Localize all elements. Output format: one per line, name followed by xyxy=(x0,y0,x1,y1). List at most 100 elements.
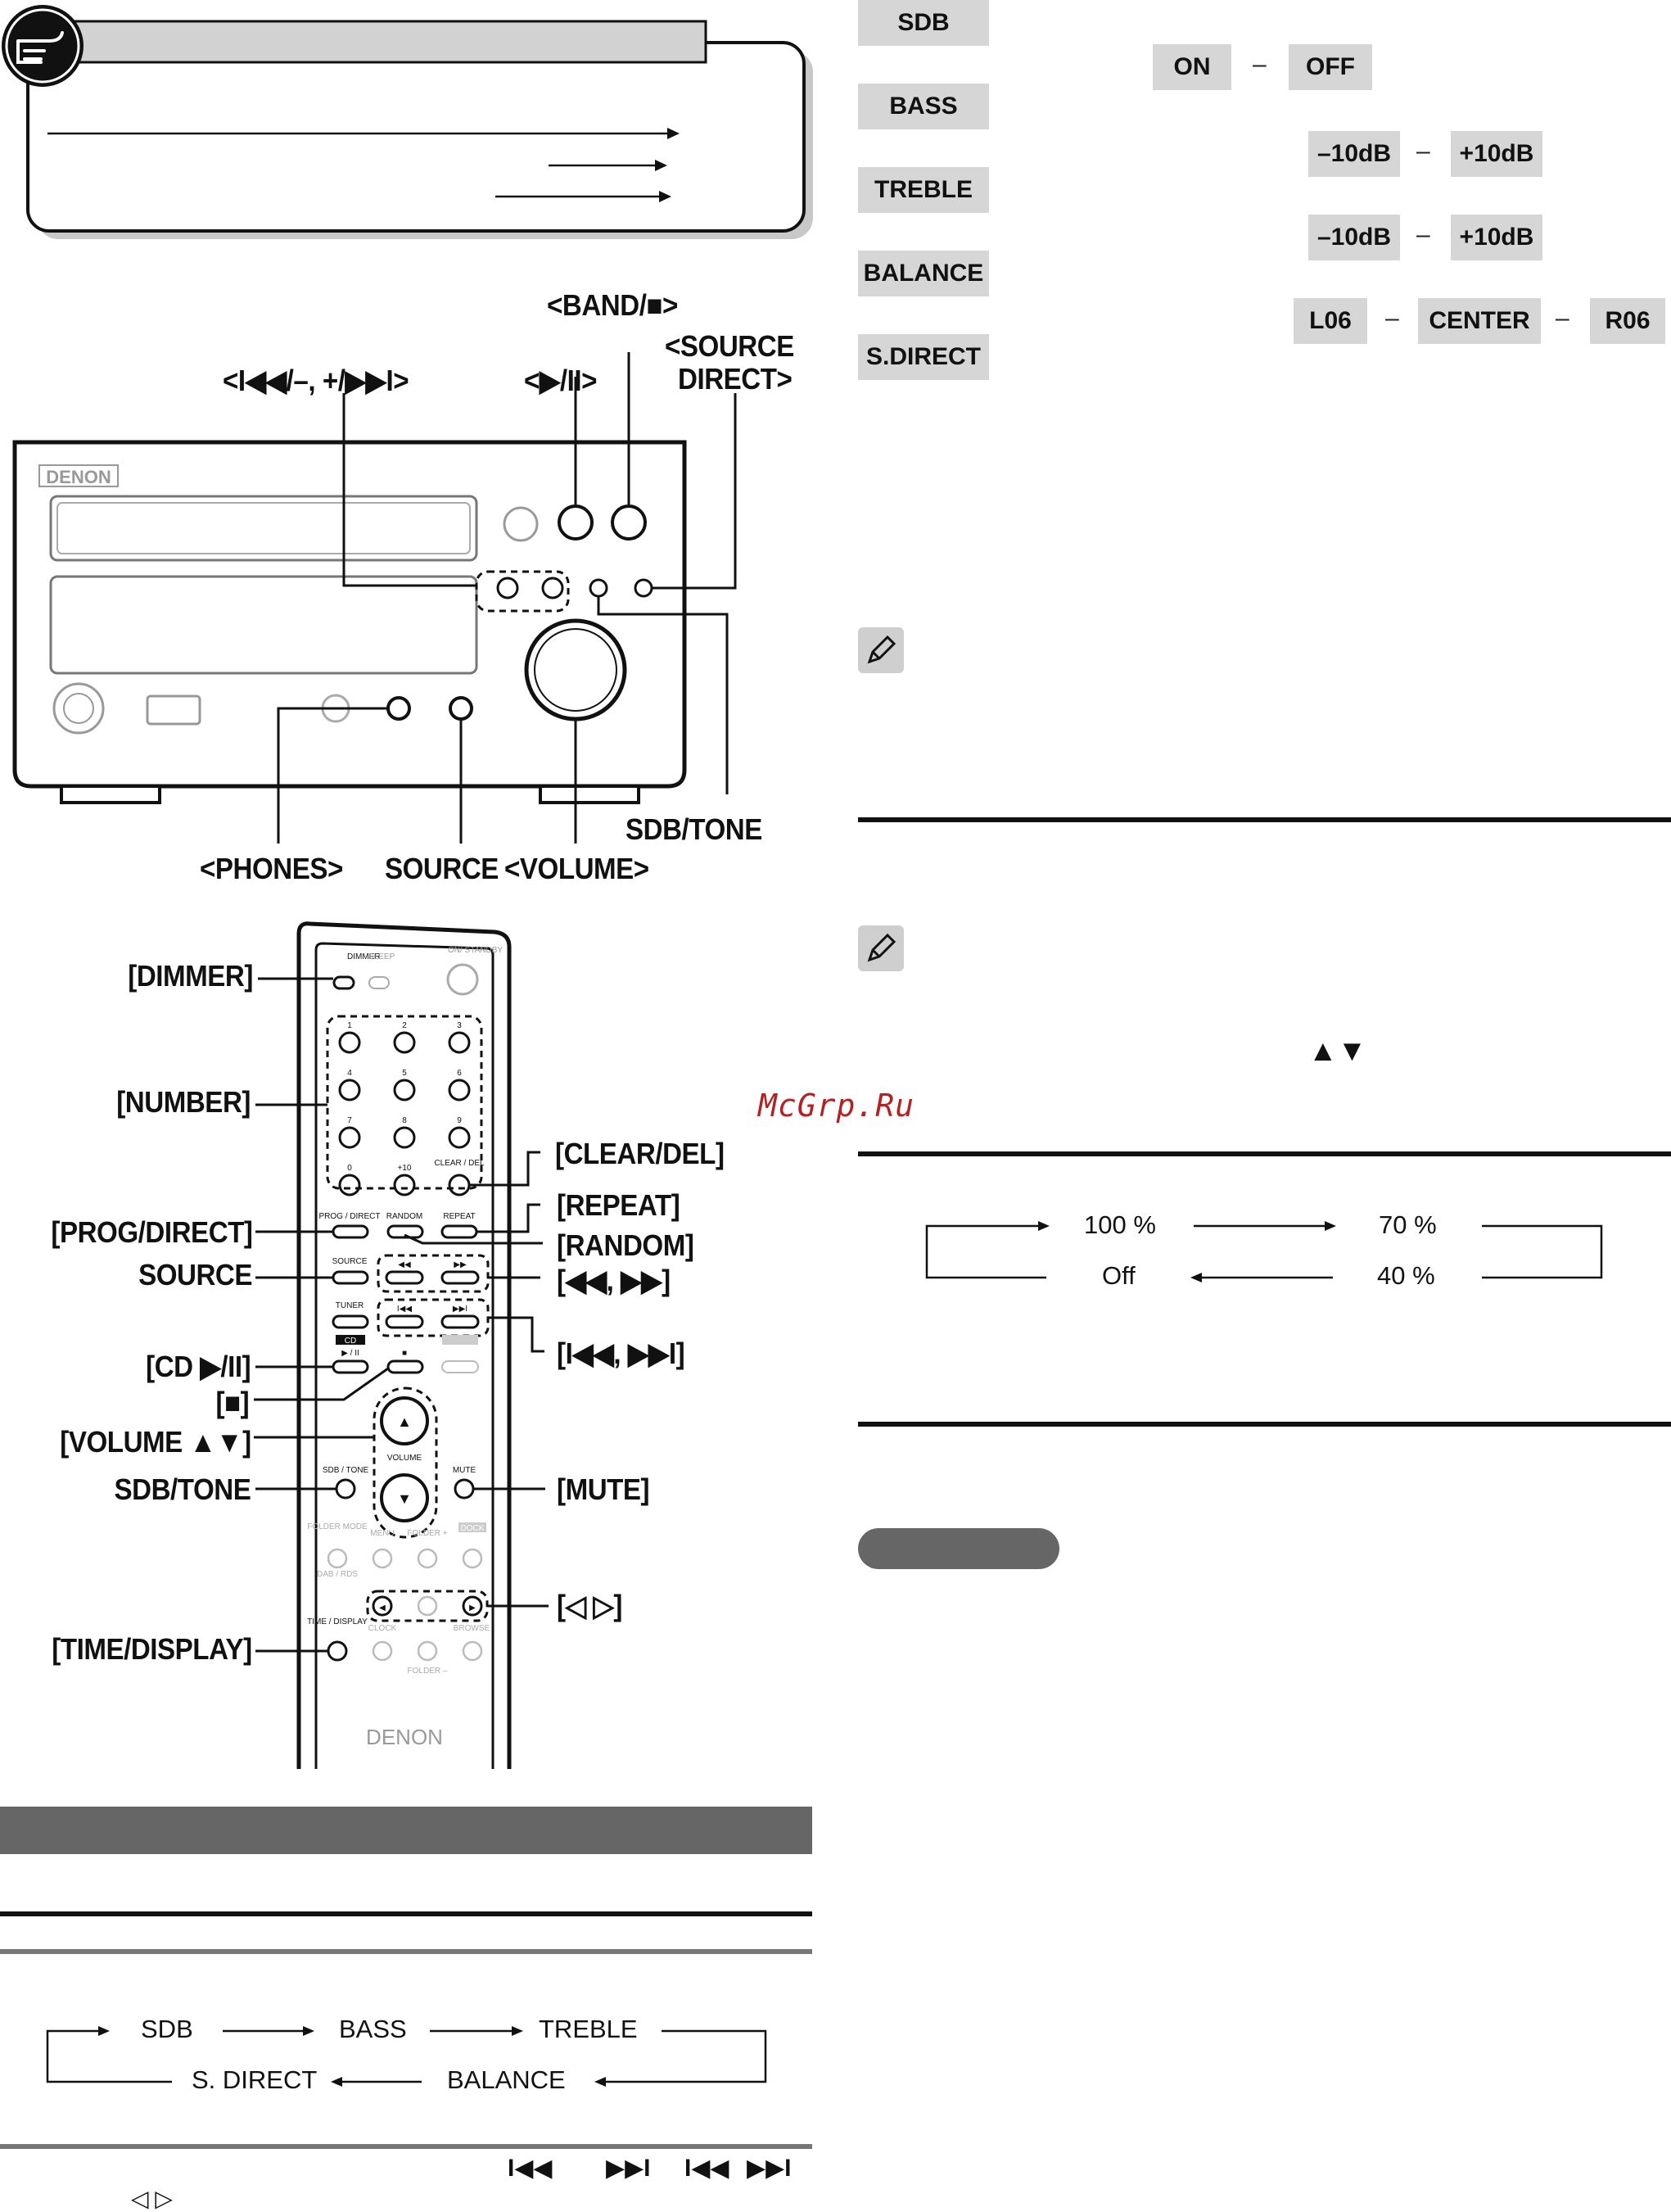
remote-fmode-text: FOLDER MODE xyxy=(307,1522,368,1531)
dimmer-cycle-arrows xyxy=(925,1221,1603,1282)
right-rule-3 xyxy=(858,1422,1671,1427)
remote-dab-text: DAB / RDS xyxy=(317,1570,358,1579)
tone-value: –10dB xyxy=(1308,131,1400,177)
dimmer-100: 100 % xyxy=(1084,1210,1156,1239)
bottom-key-skip-back-2: I◀◀ xyxy=(684,2155,729,2182)
bottom-key-skip-fwd-2: ▶▶I xyxy=(747,2155,792,2182)
remote-time-text: TIME / DISPLAY xyxy=(307,1617,368,1626)
remote-clock-text: CLOCK xyxy=(368,1624,397,1633)
dimmer-off: Off xyxy=(1102,1261,1136,1290)
range-dash: – xyxy=(1556,305,1569,332)
remote-tuner-text: TUNER xyxy=(336,1301,364,1310)
dimmer-label: [DIMMER] xyxy=(128,959,253,993)
remote-digit-+10: +10 xyxy=(398,1164,412,1173)
tone-cycle-sdirect: S. DIRECT xyxy=(192,2065,318,2094)
svg-text:■: ■ xyxy=(402,1349,407,1358)
svg-text:◀: ◀ xyxy=(379,1604,386,1613)
tone-value: ON xyxy=(1153,44,1231,90)
pointing-hand-icon xyxy=(16,31,64,64)
skip-remote-label: [I◀◀, ▶▶I] xyxy=(557,1337,685,1370)
time-display-label: [TIME/DISPLAY] xyxy=(52,1632,253,1666)
tone-value: +10dB xyxy=(1451,131,1542,177)
tone-value: +10dB xyxy=(1451,215,1542,260)
section-rule-1 xyxy=(0,1911,812,1916)
remote-cd-text: CD xyxy=(345,1337,356,1346)
main-unit-figure: DENON xyxy=(0,270,819,901)
number-label: [NUMBER] xyxy=(116,1085,251,1119)
source-direct-label-2: DIRECT> xyxy=(678,362,793,396)
svg-text:▼: ▼ xyxy=(397,1490,412,1507)
tone-value: L06 xyxy=(1294,298,1367,344)
volume-label: <VOLUME> xyxy=(504,852,649,885)
bottom-key-skip-fwd-1: ▶▶I xyxy=(606,2155,651,2182)
remote-menu-text: MENU xyxy=(370,1529,394,1538)
prog-direct-label: [PROG/DIRECT] xyxy=(50,1215,253,1249)
remote-digit-9: 9 xyxy=(457,1116,462,1125)
remote-dimmer-text: DIMMER xyxy=(347,952,381,961)
remote-digit-7: 7 xyxy=(347,1116,352,1125)
remote-browse-text: BROWSE xyxy=(454,1624,490,1633)
dimmer-70: 70 % xyxy=(1379,1210,1437,1239)
tone-setting-treble: TREBLE xyxy=(858,167,989,213)
right-rule-1 xyxy=(858,817,1671,822)
svg-text:▶▶I: ▶▶I xyxy=(453,1305,467,1314)
remote-fminus-text: FOLDER – xyxy=(408,1667,448,1676)
sdb-tone-label: SDB/TONE xyxy=(625,812,762,846)
svg-text:I◀◀: I◀◀ xyxy=(397,1305,412,1314)
source-direct-label-1: <SOURCE xyxy=(665,329,794,363)
remote-digit-8: 8 xyxy=(402,1116,407,1125)
remote-dock-text: DOCK xyxy=(461,1524,485,1533)
random-label: [RANDOM] xyxy=(557,1228,694,1262)
dimmer-cycle-diagram xyxy=(858,1196,1671,1302)
note-pencil-icon-1 xyxy=(858,627,904,673)
sdb-tone-remote-label: SDB/TONE xyxy=(114,1472,251,1506)
svg-text:▶ / II: ▶ / II xyxy=(341,1349,359,1358)
note-pencil-icon-2 xyxy=(858,925,904,971)
range-dash: – xyxy=(1385,305,1399,332)
tone-cycle-bass: BASS xyxy=(339,2015,407,2043)
svg-text:▶▶: ▶▶ xyxy=(454,1260,467,1269)
note-box-graphic xyxy=(2,5,813,239)
remote-digit-2: 2 xyxy=(402,1021,407,1030)
dimmer-40: 40 % xyxy=(1377,1261,1435,1290)
section-heading-bar xyxy=(0,1807,812,1854)
remote-digit-3: 3 xyxy=(457,1021,462,1030)
tone-cycle-treble: TREBLE xyxy=(539,2015,638,2043)
tone-setting-bass: BASS xyxy=(858,84,989,129)
stop-label: [■] xyxy=(215,1386,249,1419)
play-pause-label: <▶/II> xyxy=(524,364,598,397)
unitBrand-text: DENON xyxy=(46,467,111,487)
tone-value: CENTER xyxy=(1418,298,1541,344)
watermark: McGrp.Ru xyxy=(758,1088,915,1124)
remote-digit-6: 6 xyxy=(457,1069,462,1078)
bottom-cursor-keys: ◁ ▷ xyxy=(131,2186,173,2211)
svg-text:▲: ▲ xyxy=(397,1414,412,1430)
remote-clear-text: CLEAR / DEL xyxy=(434,1159,485,1168)
cursor-label: [◁ ▷] xyxy=(557,1589,622,1622)
remote-random-text: RANDOM xyxy=(386,1212,422,1221)
tone-cycle-diagram xyxy=(0,1998,812,2105)
main-unit-drawing: DENON xyxy=(12,352,737,844)
section-rule-3 xyxy=(0,2144,812,2149)
tone-value: OFF xyxy=(1289,44,1372,90)
clear-del-label: [CLEAR/DEL] xyxy=(555,1137,725,1170)
search-label: [◀◀, ▶▶] xyxy=(557,1264,671,1297)
bottom-key-skip-back-1: I◀◀ xyxy=(508,2155,553,2182)
source-remote-label: SOURCE xyxy=(138,1258,252,1291)
remote-volume-text: VOLUME xyxy=(387,1454,422,1463)
volume-arrows: ▲▼ xyxy=(1308,1034,1367,1067)
remote-digit-0: 0 xyxy=(347,1164,352,1173)
remote-source-text: SOURCE xyxy=(332,1257,368,1266)
tone-cycle-sdb: SDB xyxy=(141,2015,193,2043)
section-rule-2 xyxy=(0,1949,812,1954)
remote-repeat-text: REPEAT xyxy=(443,1212,475,1221)
remote-digit-5: 5 xyxy=(402,1069,407,1078)
remote-prog-text: PROG / DIRECT xyxy=(318,1212,380,1221)
svg-text:▶: ▶ xyxy=(469,1604,476,1613)
tone-value: –10dB xyxy=(1308,215,1400,260)
remote-digit-4: 4 xyxy=(347,1069,352,1078)
remote-onstandby-text: ON/ STANDBY xyxy=(448,946,503,955)
repeat-label: [REPEAT] xyxy=(557,1188,680,1222)
tone-value: R06 xyxy=(1590,298,1665,344)
tone-setting-balance: BALANCE xyxy=(858,251,989,296)
